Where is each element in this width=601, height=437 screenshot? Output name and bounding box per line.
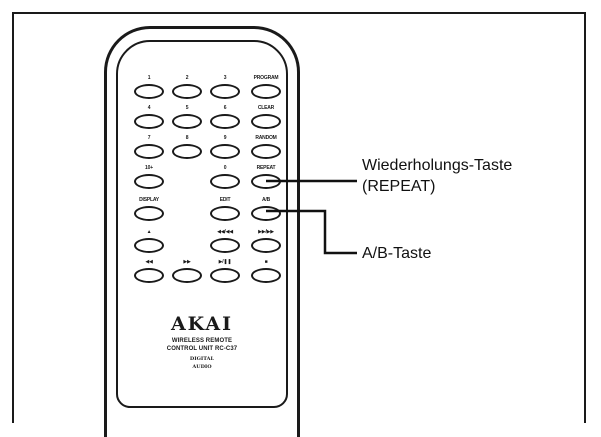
btn-edit[interactable] — [210, 206, 240, 221]
btn-skip-back-label: ◀◀/◀◀ — [217, 229, 233, 235]
btn-0[interactable] — [210, 174, 240, 189]
btn-9[interactable] — [210, 144, 240, 159]
btn-play-pause[interactable] — [210, 268, 240, 283]
btn-3-label: 3 — [223, 75, 227, 81]
btn-eject[interactable] — [134, 238, 164, 253]
btn-4[interactable] — [134, 114, 164, 129]
btn-edit-label: EDIT — [219, 197, 231, 203]
btn-display-label: DISPLAY — [139, 197, 159, 203]
btn-1[interactable] — [134, 84, 164, 99]
btn-5-label: 5 — [185, 105, 189, 111]
ab-leader-line — [266, 209, 357, 255]
btn-clear-label: CLEAR — [257, 105, 275, 111]
btn-9-label: 9 — [223, 135, 227, 141]
btn-skip-back[interactable] — [210, 238, 240, 253]
btn-ab-label: A/B — [261, 197, 270, 203]
btn-2[interactable] — [172, 84, 202, 99]
btn-7-label: 7 — [147, 135, 151, 141]
btn-7[interactable] — [134, 144, 164, 159]
digital-audio-logo: DIGITAL AUDIO — [188, 352, 216, 374]
callout-ab: A/B-Taste — [362, 245, 432, 262]
btn-eject-label: ▲ — [146, 229, 152, 235]
btn-program-label: PROGRAM — [253, 75, 279, 81]
btn-4-label: 4 — [147, 105, 151, 111]
btn-play-pause-label: ▶/❚❚ — [218, 259, 232, 265]
btn-2-label: 2 — [185, 75, 189, 81]
btn-3[interactable] — [210, 84, 240, 99]
btn-random-label: RANDOM — [255, 135, 277, 141]
btn-display[interactable] — [134, 206, 164, 221]
btn-stop[interactable] — [251, 268, 281, 283]
btn-8-label: 8 — [185, 135, 189, 141]
btn-skip-fwd-label: ▶▶/▶▶ — [258, 229, 274, 235]
btn-skip-fwd[interactable] — [251, 238, 281, 253]
callout-repeat-line2: (REPEAT) — [362, 178, 436, 195]
callout-repeat: Wiederholungs-Taste (REPEAT) — [362, 155, 512, 197]
logo-line2: AUDIO — [192, 364, 212, 370]
btn-repeat-label: REPEAT — [256, 165, 276, 171]
btn-1-label: 1 — [147, 75, 151, 81]
btn-search-back-label: ◀◀ — [145, 259, 153, 265]
btn-5[interactable] — [172, 114, 202, 129]
model-text-line1: WIRELESS REMOTE — [171, 338, 233, 344]
btn-6[interactable] — [210, 114, 240, 129]
brand-logo: AKAI — [170, 313, 234, 335]
btn-0-label: 0 — [223, 165, 227, 171]
btn-stop-label: ■ — [264, 259, 268, 265]
remote-control-face — [116, 40, 288, 408]
btn-10plus-label: 10+ — [145, 165, 153, 171]
btn-search-fwd[interactable] — [172, 268, 202, 283]
illustration-frame — [12, 12, 586, 423]
btn-program[interactable] — [251, 84, 281, 99]
btn-10plus[interactable] — [134, 174, 164, 189]
btn-random[interactable] — [251, 144, 281, 159]
btn-6-label: 6 — [223, 105, 227, 111]
model-text-line2: CONTROL UNIT RC-C37 — [166, 346, 238, 352]
btn-search-fwd-label: ▶▶ — [183, 259, 191, 265]
callout-repeat-line1: Wiederholungs-Taste — [362, 157, 513, 174]
btn-clear[interactable] — [251, 114, 281, 129]
btn-search-back[interactable] — [134, 268, 164, 283]
btn-8[interactable] — [172, 144, 202, 159]
logo-line1: DIGITAL — [189, 356, 215, 362]
